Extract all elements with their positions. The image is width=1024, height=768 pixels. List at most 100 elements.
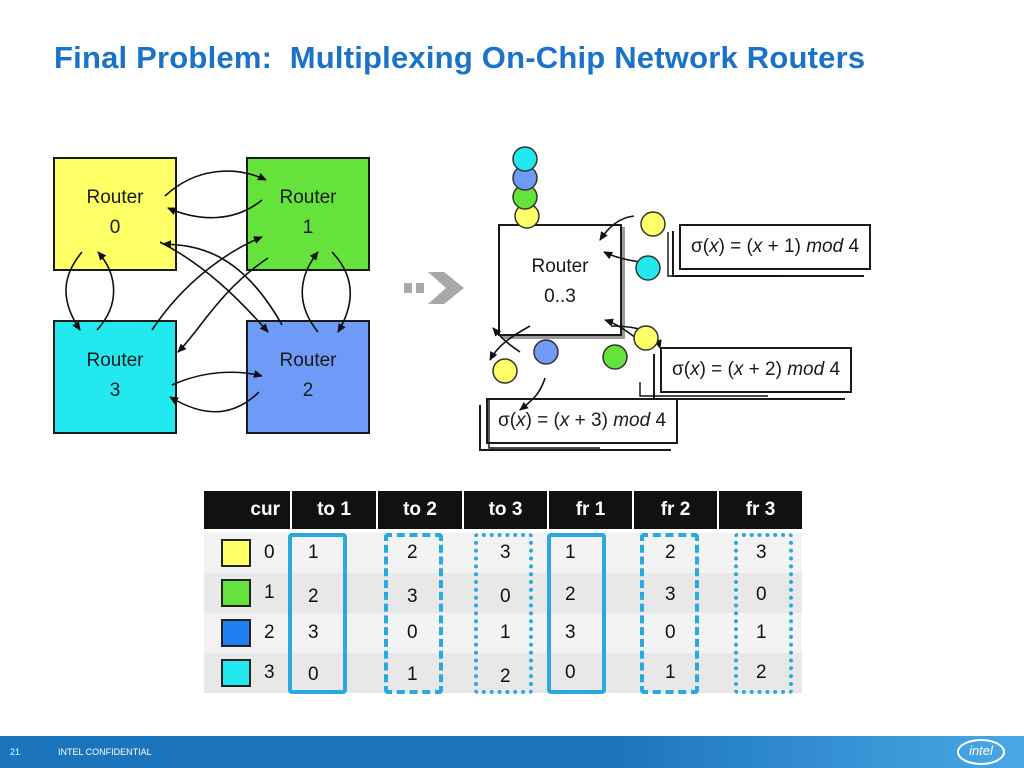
eq-var: x	[733, 359, 744, 380]
page-title: Final Problem: Multiplexing On-Chip Netw…	[54, 40, 866, 75]
color-swatch	[221, 659, 251, 687]
arrow-icon	[331, 251, 351, 333]
router-label: Router	[279, 350, 337, 371]
intel-logo-icon: intel	[957, 739, 1005, 765]
eq-var: x	[752, 236, 763, 257]
arrow-icon	[151, 236, 263, 331]
cell-value: 3	[308, 622, 319, 643]
highlight-fr1	[547, 533, 606, 694]
cell-value: 1	[308, 542, 319, 563]
equation-shift-3: σ(x) = (x + 3) mod 4	[486, 398, 679, 444]
table-row: 3 0 1 2 0 1 2	[204, 653, 802, 693]
eq-text: + 1)	[762, 236, 807, 257]
highlight-to3	[474, 533, 533, 694]
col-header-to2: to 2	[376, 491, 462, 529]
arrow-icon	[519, 377, 546, 411]
cell-value: 0	[407, 622, 418, 643]
highlight-to1	[288, 533, 347, 694]
cell-value: 0	[500, 586, 511, 607]
cell-value: 2	[407, 542, 418, 563]
arrow-icon	[162, 240, 283, 326]
eq-text: ) = (	[699, 359, 734, 380]
cell-value: 3	[565, 622, 576, 643]
eq-text: σ(	[498, 410, 517, 431]
cell-value: 2	[756, 662, 767, 683]
arrow-icon	[177, 257, 269, 353]
router-2: Router 2	[246, 320, 370, 434]
cell-value: 0	[756, 584, 767, 605]
cur-value: 0	[264, 542, 275, 563]
eq-text: 4	[650, 410, 667, 431]
col-header-fr3: fr 3	[717, 491, 802, 529]
cur-value: 3	[264, 662, 275, 683]
col-header-to3: to 3	[462, 491, 547, 529]
cell-value: 1	[407, 664, 418, 685]
cur-value: 1	[264, 582, 275, 603]
equation-shift-1: σ(x) = (x + 1) mod 4	[679, 224, 872, 270]
table-row: 1 2 3 0 2 3 0	[204, 573, 802, 613]
arrow-icon	[301, 251, 319, 333]
router-label: Router	[279, 187, 337, 208]
col-header-fr2: fr 2	[632, 491, 717, 529]
cell-value: 0	[565, 662, 576, 683]
page-number: 21	[10, 747, 21, 757]
arrow-icon	[599, 215, 635, 241]
arrow-icon	[167, 199, 263, 219]
eq-var: x	[690, 359, 700, 380]
col-header-to1: to 1	[290, 491, 376, 529]
eq-mod: mod	[806, 236, 844, 257]
color-swatch	[221, 579, 251, 607]
arrow-icon	[492, 327, 521, 353]
cur-value: 2	[264, 622, 275, 643]
cell-value: 3	[500, 542, 511, 563]
cell-value: 1	[665, 662, 676, 683]
router-multiplexed: Router 0..3	[498, 224, 622, 336]
arrow-icon	[96, 251, 115, 331]
router-id: 3	[109, 380, 121, 401]
confidential-label: INTEL CONFIDENTIAL	[58, 747, 152, 757]
arrow-icon	[159, 241, 269, 333]
eq-mod: mod	[787, 359, 825, 380]
cell-value: 0	[308, 664, 319, 685]
arrow-icon	[164, 170, 267, 197]
eq-text: ) = (	[525, 410, 560, 431]
router-3: Router 3	[53, 320, 177, 434]
eq-var: x	[559, 410, 570, 431]
arrow-icon	[65, 251, 83, 331]
eq-text: 4	[843, 236, 860, 257]
eq-var: x	[709, 236, 719, 257]
col-header-fr1: fr 1	[547, 491, 632, 529]
color-swatch	[221, 539, 251, 567]
arrow-icon	[171, 370, 263, 386]
table-row: 2 3 0 1 3 0 1	[204, 613, 802, 653]
router-label: Router	[86, 187, 144, 208]
cell-value: 1	[756, 622, 767, 643]
router-id: 0	[109, 217, 121, 238]
cell-value: 3	[756, 542, 767, 563]
cell-value: 2	[500, 666, 511, 687]
router-label: Router	[531, 256, 589, 277]
highlight-fr2	[640, 533, 699, 694]
equation-shift-2: σ(x) = (x + 2) mod 4	[660, 347, 853, 393]
mapping-table: cur to 1 to 2 to 3 fr 1 fr 2 fr 3 0 1 2 …	[204, 491, 802, 694]
cell-value: 2	[565, 584, 576, 605]
highlight-fr3	[734, 533, 793, 694]
highlight-to2	[384, 533, 443, 694]
eq-text: ) = (	[718, 236, 753, 257]
cell-value: 2	[308, 586, 319, 607]
cell-value: 1	[500, 622, 511, 643]
eq-var: x	[516, 410, 526, 431]
eq-mod: mod	[613, 410, 651, 431]
eq-text: σ(	[691, 236, 710, 257]
eq-text: σ(	[672, 359, 691, 380]
eq-text: + 2)	[743, 359, 788, 380]
col-header-cur: cur	[204, 491, 290, 529]
router-id: 2	[302, 380, 314, 401]
router-label: Router	[86, 350, 144, 371]
cell-value: 2	[665, 542, 676, 563]
router-id: 0..3	[544, 286, 576, 307]
router-id: 1	[302, 217, 314, 238]
cell-value: 0	[665, 622, 676, 643]
cell-value: 1	[565, 542, 576, 563]
